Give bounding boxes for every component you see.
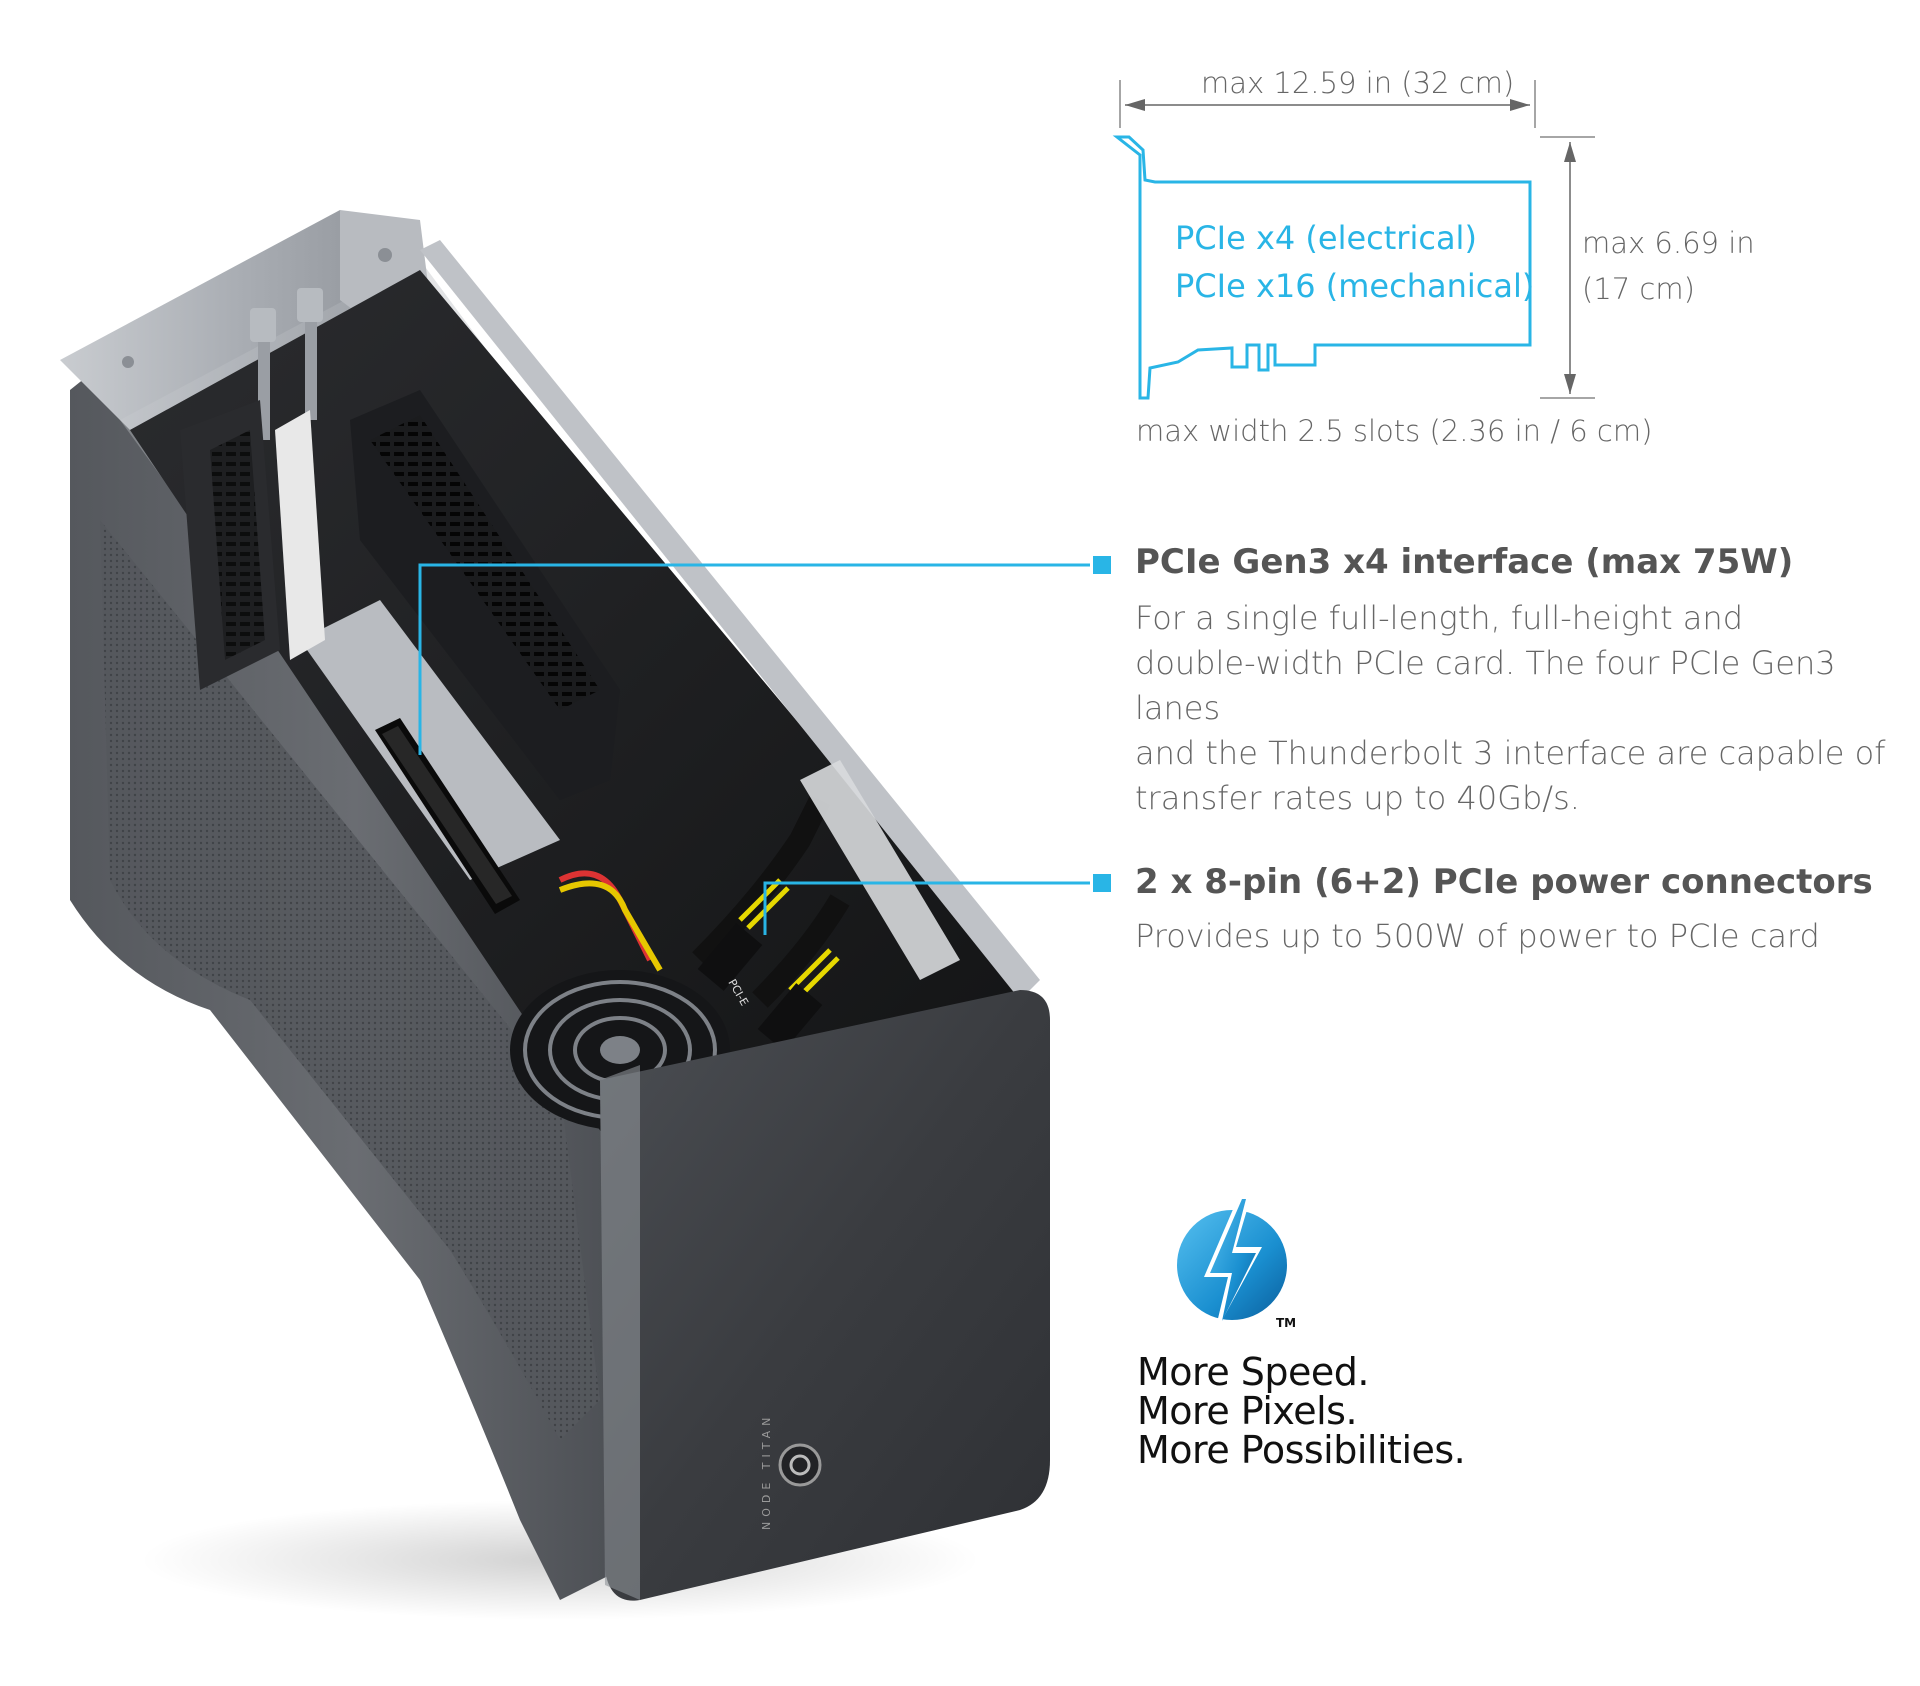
front-panel [600,990,1050,1601]
tagline: More Speed. More Pixels. More Possibilit… [1137,1350,1466,1472]
feature-title-pcie: PCIe Gen3 x4 interface (max 75W) [1135,542,1794,582]
mesh-panel [100,520,600,1440]
height-label-line2: (17 cm) [1582,272,1695,306]
thumb-screws [250,288,323,440]
floor-plate [300,600,560,880]
tagline-line: More Possibilities. [1137,1428,1466,1472]
bullet-pcie [1093,556,1111,574]
node-titan-logo [778,1443,822,1487]
width-label: max width 2.5 slots (2.36 in / 6 cm) [1136,414,1653,448]
trademark: TM [1276,1316,1297,1330]
thunderbolt-logo-icon [1177,1193,1287,1335]
tagline-line: More Speed. [1137,1350,1369,1394]
callout-line-pcie [418,563,1090,755]
feature-desc-line: double-width PCIe card. The four PCIe Ge… [1135,644,1836,727]
bullet-power [1093,874,1111,892]
top-rim [60,210,420,430]
feature-desc-line: Provides up to 500W of power to PCIe car… [1135,917,1820,955]
power-cables [558,795,850,1051]
brand-text: NODE TITAN [760,1413,773,1530]
tagline-line: More Pixels. [1137,1389,1358,1433]
feature-desc-line: and the Thunderbolt 3 interface are capa… [1135,734,1886,772]
card-mechanical-label: PCIe x16 (mechanical) [1175,267,1535,305]
feature-title-power: 2 x 8-pin (6+2) PCIe power connectors [1135,862,1873,902]
height-label-line1: max 6.69 in [1582,226,1755,260]
right-rail [420,240,1040,1000]
feature-desc-line: For a single full-length, full-height an… [1135,599,1743,637]
feature-desc-line: transfer rates up to 40Gb/s. [1135,779,1580,817]
feature-desc-power: Provides up to 500W of power to PCIe car… [1135,914,1895,959]
card-electrical-label: PCIe x4 (electrical) [1175,219,1477,257]
callout-line-power [763,881,1090,935]
feature-desc-pcie: For a single full-length, full-height an… [1135,596,1895,821]
pcie-card-outline [1112,135,1532,400]
length-label: max 12.59 in (32 cm) [1201,66,1515,100]
